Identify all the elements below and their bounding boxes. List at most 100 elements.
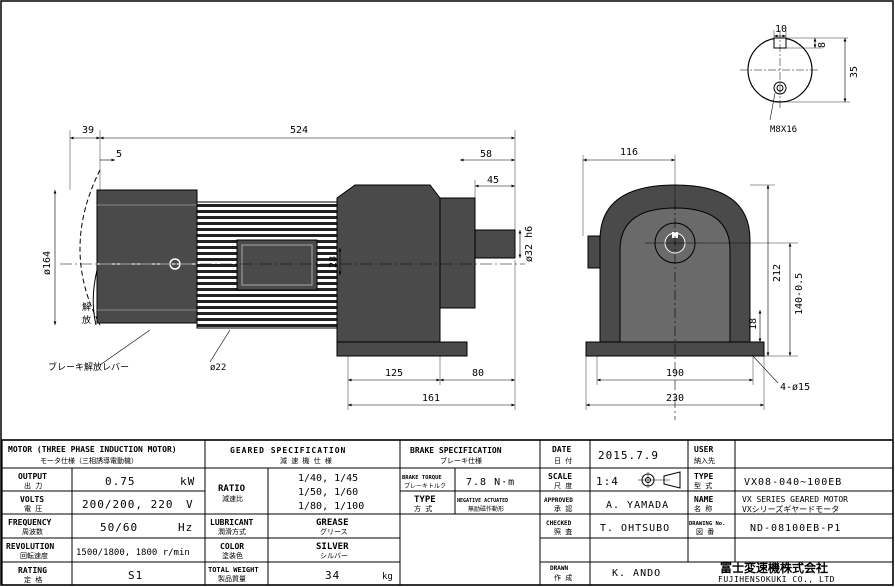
dim-5: 5: [116, 149, 122, 160]
dim-39: 39: [82, 125, 94, 136]
motor-header-jp: モータ仕様（三相誘導電動機）: [40, 456, 138, 465]
weight-label-jp: 製品質量: [218, 574, 246, 583]
type-label: TYPE: [694, 472, 713, 481]
color-label: COLOR: [220, 542, 244, 551]
weight-label: TOTAL WEIGHT: [208, 566, 259, 574]
approved-label-jp: 承 認: [554, 504, 572, 513]
dim-116: 116: [620, 147, 638, 158]
color-value: SILVER: [316, 542, 349, 552]
date-label: DATE: [552, 445, 571, 454]
volts-unit: V: [186, 498, 194, 511]
weight-value: 34: [325, 569, 340, 582]
output-flange: [439, 197, 476, 309]
lubricant-label: LUBRICANT: [210, 518, 254, 527]
dim-230: 230: [666, 393, 684, 404]
dim-dia22: ø22: [210, 363, 226, 373]
brake-mark-2: 放: [82, 314, 91, 326]
checked-label: CHECKED: [546, 520, 572, 527]
output-label-jp: 出 力: [24, 481, 42, 490]
date-value: 2015.7.9: [598, 449, 659, 462]
company-name-jp: 富士変速機株式会社: [720, 560, 828, 575]
dim-dia164: ø164: [42, 251, 53, 275]
geared-header: GEARED SPECIFICATION: [230, 446, 346, 455]
geared-header-jp: 減 速 機 仕 様: [280, 456, 332, 465]
dim-35: 35: [849, 66, 860, 78]
terminal-box: [236, 239, 318, 291]
checked-value: T. OHTSUBO: [600, 523, 670, 534]
dim-28: 28: [328, 256, 339, 268]
drawing-no-label: DRAWING No.: [689, 521, 725, 527]
output-unit: kW: [180, 475, 195, 488]
frequency-value: 50/60: [100, 521, 138, 534]
thread-label: M8X16: [770, 125, 797, 135]
lubricant-value-jp: グリース: [320, 527, 348, 536]
dim-shaft-dia: ø32 h6: [524, 226, 535, 262]
drawing-no-label-jp: 図 番: [696, 528, 714, 536]
brake-cover-outline: [79, 169, 101, 326]
date-label-jp: 日 付: [554, 456, 572, 465]
revolution-label-jp: 回転速度: [20, 551, 48, 560]
volts-label-jp: 電 圧: [24, 505, 42, 513]
dim-58: 58: [480, 149, 492, 160]
name-value-en: VX SERIES GEARED MOTOR: [742, 495, 848, 504]
drawn-label: DRAWN: [550, 565, 568, 572]
checked-label-jp: 照 査: [554, 527, 572, 536]
dim-45: 45: [487, 175, 499, 186]
color-value-jp: シルバー: [320, 552, 348, 560]
ratio-label-jp: 減速比: [222, 494, 243, 503]
lubricant-value: GREASE: [316, 518, 349, 528]
brake-mark-1: 解: [82, 301, 91, 313]
user-label: USER: [694, 445, 713, 454]
brake-type-value: NEGATIVE ACTUATED: [457, 498, 508, 504]
dim-524: 524: [290, 125, 308, 136]
frequency-unit: Hz: [178, 521, 193, 534]
dim-10: 10: [775, 24, 787, 35]
output-value: 0.75: [105, 475, 136, 488]
scale-label: SCALE: [548, 472, 572, 481]
dim-18: 18: [748, 318, 759, 330]
name-label: NAME: [694, 495, 713, 504]
frequency-label: FREQUENCY: [8, 518, 52, 527]
name-label-jp: 名 称: [694, 504, 712, 513]
output-shaft: [474, 229, 516, 259]
dim-161: 161: [422, 393, 440, 404]
volts-label: VOLTS: [20, 495, 44, 504]
brake-torque-label-jp: ブレーキトルク: [404, 482, 446, 490]
lubricant-label-jp: 潤滑方式: [218, 527, 246, 536]
scale-label-jp: 尺 度: [554, 481, 572, 490]
shaft-end-detail: 10 8 35 M8X16: [740, 24, 860, 135]
front-view: 116 212 140-0.5 18 190 230 4-ø15: [582, 147, 810, 420]
weight-unit: kg: [382, 572, 393, 582]
holes-label: 4-ø15: [780, 382, 810, 393]
company-name-en: FUJIHENSOKUKI CO., LTD: [718, 575, 835, 584]
dim-140: 140-0.5: [794, 273, 805, 315]
brake-type-label-jp: 方 式: [414, 504, 432, 513]
dim-80: 80: [472, 368, 484, 379]
ratio-label: RATIO: [218, 484, 246, 494]
gear-housing: [336, 184, 441, 343]
ratio-value-1: 1/40, 1/45: [298, 473, 358, 484]
user-label-jp: 納入先: [694, 456, 715, 465]
ratio-value-2: 1/50, 1/60: [298, 487, 358, 498]
scale-value: 1:4: [596, 475, 619, 488]
revolution-value: 1500/1800, 1800 r/min: [76, 548, 190, 558]
dim-190: 190: [666, 368, 684, 379]
motor-header: MOTOR (THREE PHASE INDUCTION MOTOR): [8, 445, 177, 454]
volts-value: 200/200, 220: [82, 498, 173, 511]
type-label-jp: 型 式: [694, 481, 712, 490]
dim-125: 125: [385, 368, 403, 379]
dim-8: 8: [817, 42, 828, 48]
gear-foot: [336, 341, 468, 357]
output-label: OUTPUT: [18, 472, 47, 481]
dim-212: 212: [772, 264, 783, 282]
approved-value: A. YAMADA: [606, 500, 669, 511]
brake-lever-label: ブレーキ解放レバー: [48, 361, 129, 373]
projection-symbol: [638, 471, 681, 489]
color-label-jp: 塗装色: [222, 551, 243, 560]
brake-header: BRAKE SPECIFICATION: [410, 446, 502, 455]
drawn-label-jp: 作 成: [554, 573, 572, 582]
brake-torque-label: BRAKE TORQUE: [402, 475, 442, 481]
spec-table: [1, 439, 894, 586]
